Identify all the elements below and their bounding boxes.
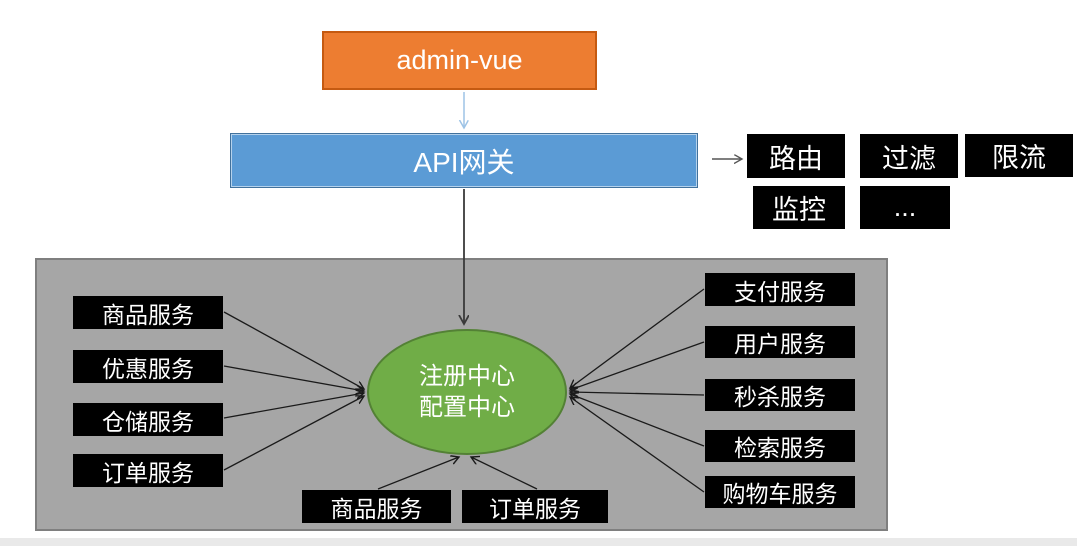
node-service-product-bottom: 商品服务 <box>302 490 451 523</box>
service-label: 支付服务 <box>734 278 826 305</box>
node-feature-routing: 路由 <box>747 134 845 178</box>
node-service-payment: 支付服务 <box>705 273 855 306</box>
service-label: 购物车服务 <box>722 481 838 507</box>
node-api-gateway-label: API网关 <box>413 146 515 178</box>
config-center-label: 配置中心 <box>419 394 515 421</box>
service-label: 检索服务 <box>734 435 826 461</box>
feature-rate-limiting-label: 限流 <box>992 143 1046 173</box>
node-service-order-bottom: 订单服务 <box>462 490 608 523</box>
node-registry-config-center: 注册中心 配置中心 <box>367 329 567 455</box>
service-label: 秒杀服务 <box>734 384 826 410</box>
node-api-gateway: API网关 <box>230 133 698 188</box>
node-service-flashsale: 秒杀服务 <box>705 379 855 411</box>
node-service-order-left: 订单服务 <box>73 454 223 487</box>
node-service-warehouse: 仓储服务 <box>73 403 223 436</box>
node-feature-monitoring: 监控 <box>753 186 845 229</box>
node-feature-filtering: 过滤 <box>860 134 958 178</box>
registry-center-label: 注册中心 <box>419 363 515 390</box>
feature-routing-label: 路由 <box>769 143 823 174</box>
service-label: 优惠服务 <box>102 355 194 382</box>
node-service-user: 用户服务 <box>705 326 855 358</box>
feature-ellipsis-label: ... <box>893 192 917 222</box>
node-feature-rate-limiting: 限流 <box>965 134 1073 177</box>
node-feature-ellipsis: ... <box>860 186 950 229</box>
node-admin-vue-label: admin-vue <box>396 45 523 75</box>
service-label: 商品服务 <box>330 495 423 522</box>
node-service-coupon: 优惠服务 <box>73 350 223 383</box>
service-label: 商品服务 <box>102 301 194 328</box>
node-service-cart: 购物车服务 <box>705 476 855 508</box>
node-service-product-left: 商品服务 <box>73 296 223 329</box>
service-label: 用户服务 <box>734 331 826 357</box>
feature-filtering-label: 过滤 <box>882 143 936 174</box>
node-admin-vue: admin-vue <box>322 31 597 90</box>
service-label: 订单服务 <box>489 495 581 522</box>
service-label: 订单服务 <box>102 459 194 486</box>
node-service-search: 检索服务 <box>705 430 855 462</box>
feature-monitoring-label: 监控 <box>772 195 826 225</box>
horizontal-scrollbar[interactable] <box>0 538 1077 546</box>
service-label: 仓储服务 <box>102 408 194 435</box>
